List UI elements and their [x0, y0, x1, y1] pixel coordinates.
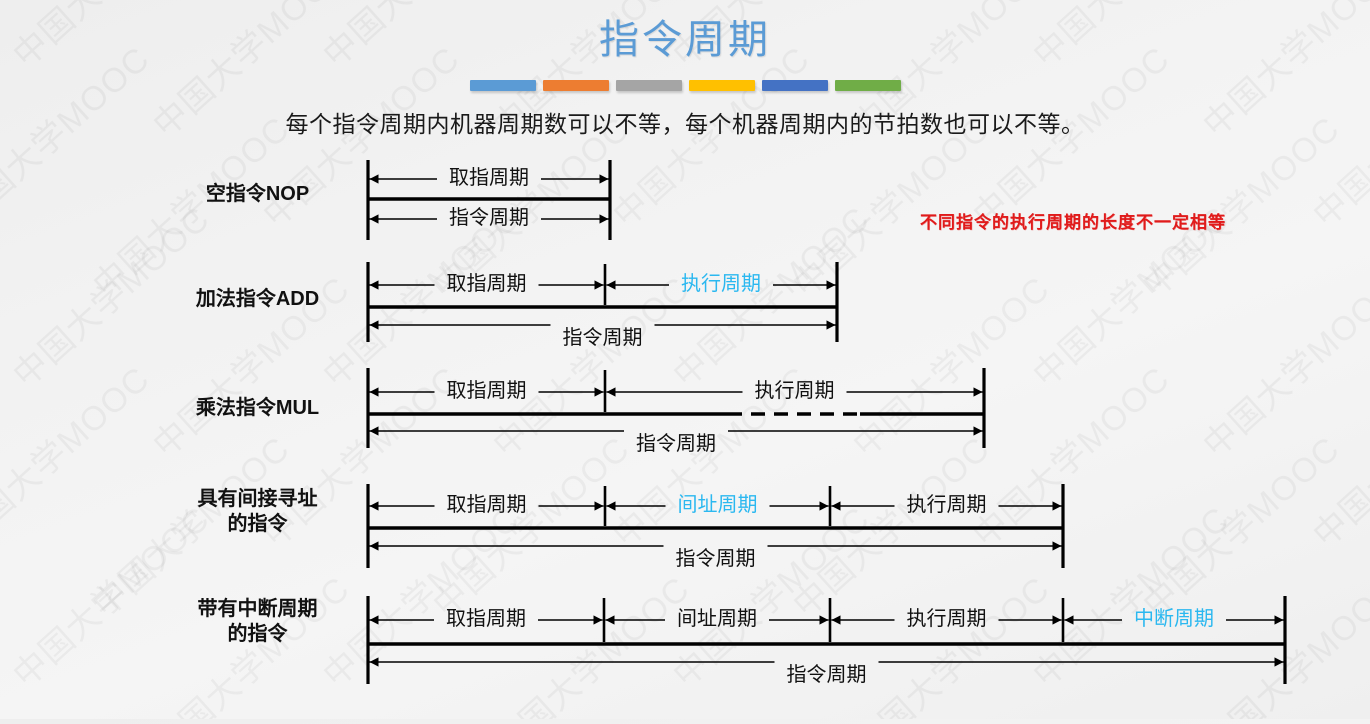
arrow-head-left	[606, 501, 616, 511]
row-label-line: 的指令	[227, 513, 288, 535]
arrow-head-right	[826, 320, 836, 330]
arrow-head-right	[594, 387, 604, 397]
row-label-line: 的指令	[227, 623, 288, 645]
color-bar-2	[542, 80, 609, 91]
arrow-head-right	[973, 387, 983, 397]
row-3-segment-label-1: 取指周期	[446, 380, 527, 402]
row-5-segment-label-4: 中断周期	[1134, 608, 1214, 630]
row-4-segment-label-3: 执行周期	[906, 494, 987, 516]
arrow-head-left	[369, 387, 379, 397]
arrow-head-right	[826, 280, 836, 290]
row-1-segment-label-1: 取指周期	[449, 167, 529, 189]
arrow-head-left	[606, 387, 616, 397]
row-2-segment-label-1: 取指周期	[446, 273, 527, 295]
row-label-4: 具有间接寻址的指令	[155, 487, 360, 537]
row-5-segment-label-2: 间址周期	[677, 608, 757, 630]
row-label-3: 乘法指令MUL	[155, 396, 360, 421]
arrow-head-left	[369, 541, 379, 551]
row-label-line: 乘法指令MUL	[195, 397, 320, 419]
arrow-head-left	[1064, 615, 1074, 625]
arrow-head-right	[594, 501, 604, 511]
arrow-head-right	[819, 615, 829, 625]
arrow-head-left	[831, 501, 841, 511]
arrow-head-right	[1052, 541, 1062, 551]
arrow-head-right	[599, 174, 609, 184]
arrow-head-right	[1052, 501, 1062, 511]
color-bar-1	[469, 80, 536, 91]
arrow-head-right	[593, 615, 603, 625]
arrow-head-left	[605, 615, 615, 625]
page-title: 指令周期	[599, 17, 771, 62]
row-2-cycle-label: 指令周期	[562, 327, 643, 349]
color-bar-3	[615, 80, 682, 91]
arrow-head-left	[369, 426, 379, 436]
arrow-head-right	[594, 280, 604, 290]
row-5-cycle-label: 指令周期	[786, 664, 867, 686]
row-label-line: 空指令NOP	[205, 183, 310, 205]
arrow-head-right	[1052, 615, 1062, 625]
arrow-head-right	[599, 214, 609, 224]
arrow-head-left	[369, 280, 379, 290]
color-bar-4	[688, 80, 755, 91]
arrow-head-left	[831, 615, 841, 625]
arrow-head-right	[1274, 615, 1284, 625]
row-label-5: 带有中断周期的指令	[155, 597, 360, 647]
arrow-head-left	[369, 214, 379, 224]
arrow-head-right	[819, 501, 829, 511]
arrow-head-left	[369, 174, 379, 184]
arrow-head-right	[973, 426, 983, 436]
row-5-segment-label-1: 取指周期	[446, 608, 526, 630]
arrow-head-left	[606, 280, 616, 290]
color-bar-5	[761, 80, 828, 91]
title-block: 指令周期	[0, 14, 1370, 66]
subtitle-text: 每个指令周期内机器周期数可以不等，每个机器周期内的节拍数也可以不等。	[285, 112, 1085, 137]
row-5-segment-label-3: 执行周期	[906, 608, 987, 630]
arrow-head-left	[369, 320, 379, 330]
arrow-head-left	[369, 657, 379, 667]
row-3-segment-label-2: 执行周期	[754, 380, 835, 402]
color-bar-strip	[0, 80, 1370, 91]
row-4-segment-label-1: 取指周期	[446, 494, 527, 516]
row-label-line: 加法指令ADD	[195, 288, 320, 310]
row-label-line: 具有间接寻址	[197, 488, 318, 510]
row-label-line: 带有中断周期	[197, 598, 318, 620]
row-2-segment-label-2: 执行周期	[681, 273, 761, 295]
arrow-head-left	[369, 615, 379, 625]
row-label-2: 加法指令ADD	[155, 287, 360, 312]
row-4-cycle-label: 指令周期	[675, 548, 756, 570]
color-bar-6	[834, 80, 901, 91]
red-annotation-note: 不同指令的执行周期的长度不一定相等	[920, 213, 1226, 232]
arrow-head-right	[1274, 657, 1284, 667]
arrow-head-left	[369, 501, 379, 511]
row-1-cycle-label: 指令周期	[449, 207, 529, 229]
row-label-1: 空指令NOP	[155, 182, 360, 207]
row-3-cycle-label: 指令周期	[636, 433, 716, 455]
row-4-segment-label-2: 间址周期	[677, 494, 758, 516]
